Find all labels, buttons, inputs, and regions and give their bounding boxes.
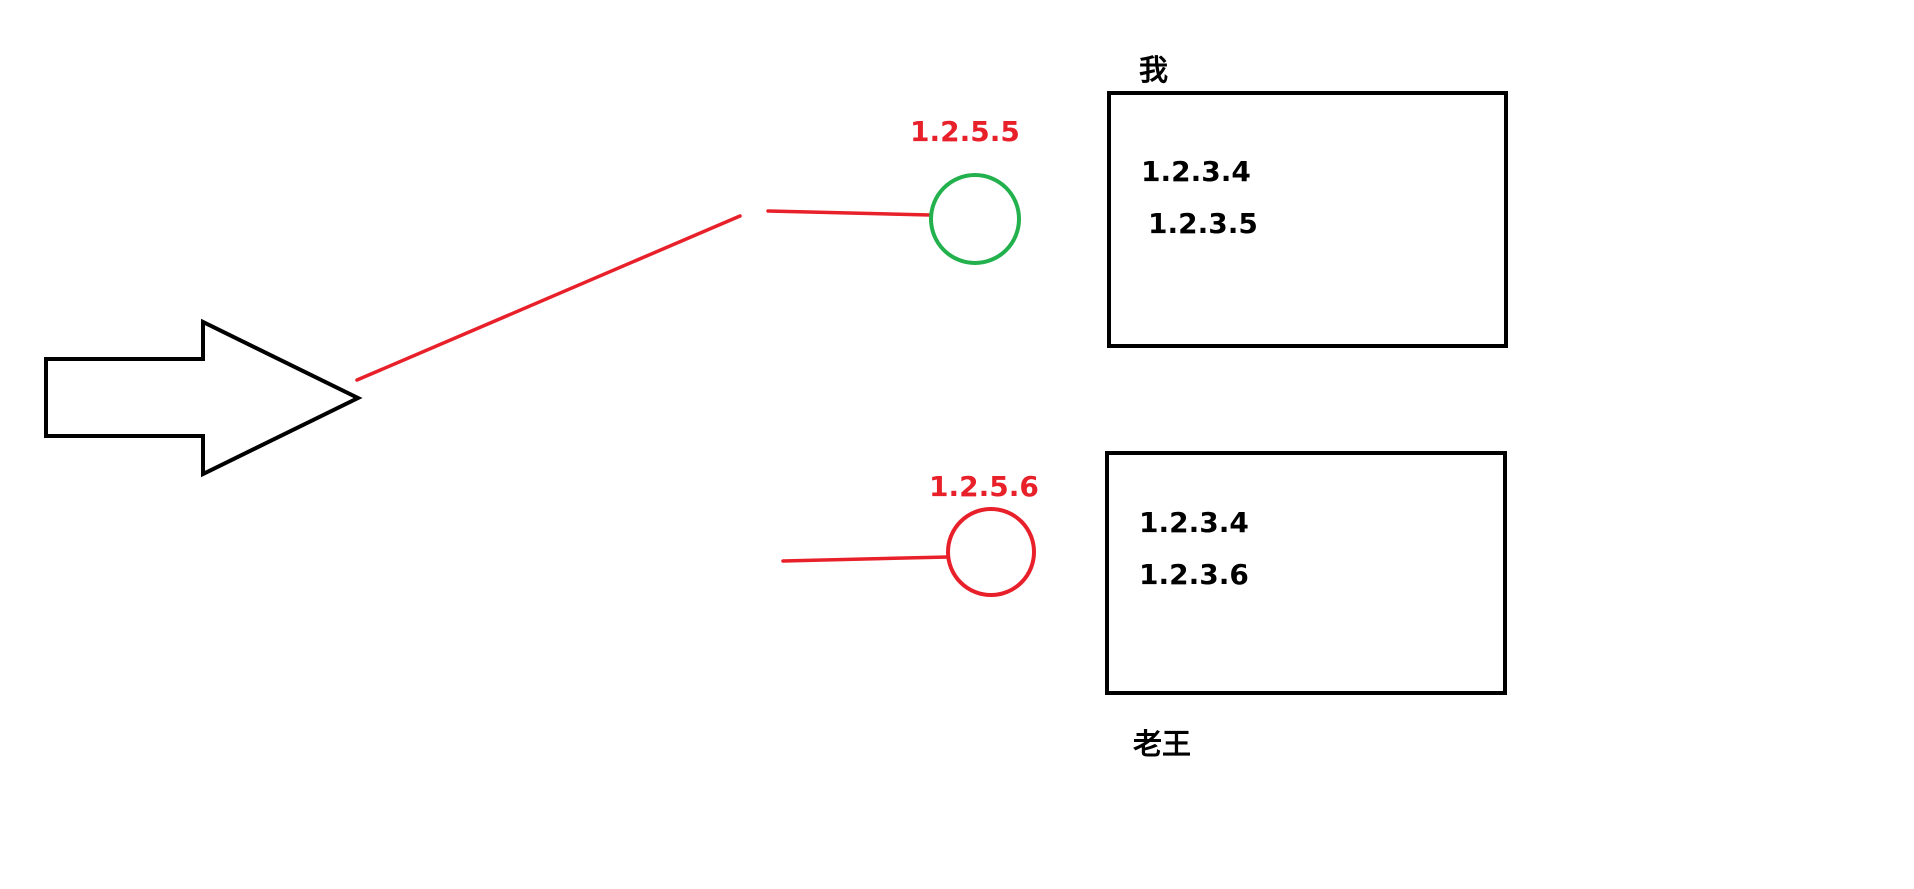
host-box-me [1107,91,1508,348]
port-circle-inactive [946,507,1036,597]
host-ip-item: 1.2.3.4 [1139,506,1249,539]
host-owner-label: 我 [1139,53,1168,87]
host-ip-item: 1.2.3.5 [1148,207,1258,240]
host-ip-item: 1.2.3.4 [1141,155,1251,188]
port-ip-label: 1.2.5.6 [929,470,1039,503]
right-arrow-icon [44,318,363,478]
host-ip-item: 1.2.3.6 [1139,558,1249,591]
port-link-line-top [766,209,932,217]
arrow-link-line [355,214,742,382]
host-box-laowang [1105,451,1507,695]
host-owner-label: 老王 [1133,727,1191,761]
port-link-line-bottom [781,555,950,563]
port-ip-label: 1.2.5.5 [910,115,1020,148]
port-circle-active [929,173,1021,265]
